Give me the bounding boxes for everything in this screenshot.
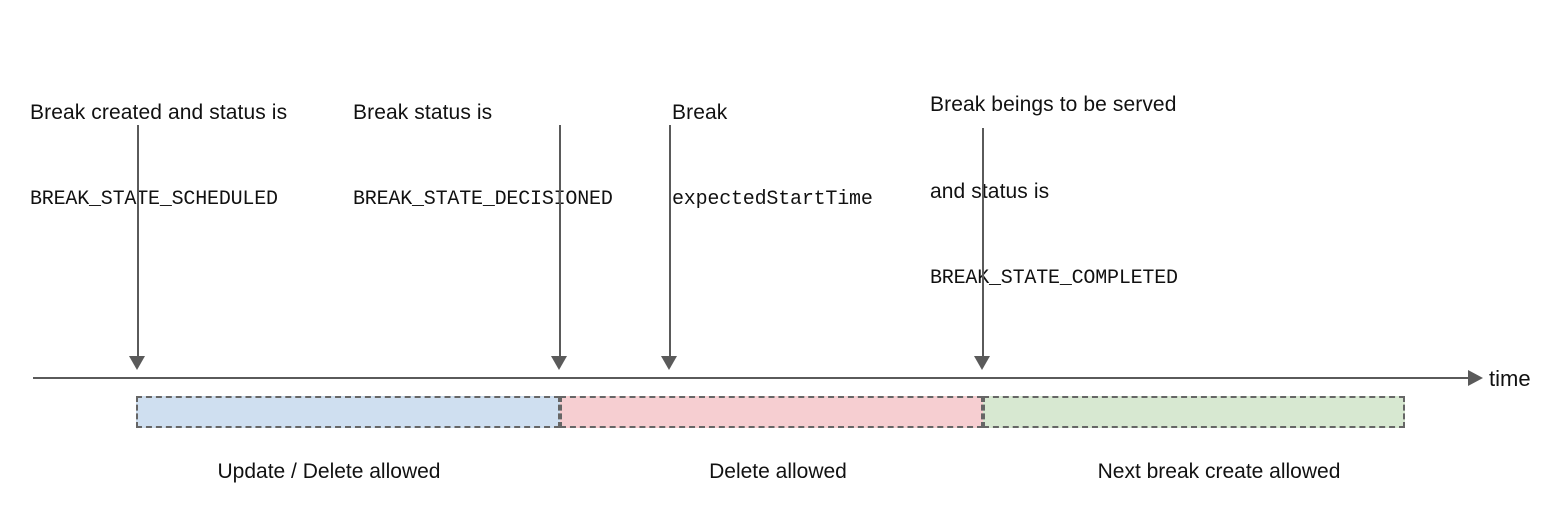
pointer-line-expected-start-time bbox=[669, 125, 671, 358]
annotation-expected-start-time: Break expectedStartTime bbox=[672, 40, 873, 272]
caption-next-break: Next break create allowed bbox=[1097, 460, 1341, 483]
pointer-arrowhead-decisioned bbox=[551, 356, 567, 370]
annotation-completed-line-3: BREAK_STATE_COMPLETED bbox=[930, 267, 1178, 290]
annotation-scheduled-line-1: Break created and status is bbox=[30, 101, 288, 124]
pointer-arrowhead-expected-start-time bbox=[661, 356, 677, 370]
segment-update-delete bbox=[136, 396, 560, 428]
pointer-line-completed bbox=[982, 128, 984, 358]
annotation-expected-start-time-line-1: Break bbox=[672, 101, 728, 124]
pointer-line-scheduled bbox=[137, 125, 139, 358]
pointer-line-decisioned bbox=[559, 125, 561, 358]
caption-delete-only: Delete allowed bbox=[709, 460, 847, 483]
annotation-decisioned-line-2: BREAK_STATE_DECISIONED bbox=[353, 188, 613, 211]
annotation-completed-line-2: and status is bbox=[930, 180, 1050, 203]
time-axis-label: time bbox=[1489, 366, 1531, 391]
time-axis-line bbox=[33, 377, 1470, 379]
annotation-expected-start-time-line-2: expectedStartTime bbox=[672, 188, 873, 211]
caption-update-delete: Update / Delete allowed bbox=[217, 460, 441, 483]
annotation-completed-line-1: Break beings to be served bbox=[930, 93, 1177, 116]
annotation-completed: Break beings to be served and status is … bbox=[930, 32, 1178, 351]
annotation-decisioned: Break status is BREAK_STATE_DECISIONED bbox=[353, 40, 613, 272]
annotation-scheduled: Break created and status is BREAK_STATE_… bbox=[30, 40, 287, 272]
annotation-scheduled-line-2: BREAK_STATE_SCHEDULED bbox=[30, 188, 278, 211]
pointer-arrowhead-completed bbox=[974, 356, 990, 370]
segment-delete-only bbox=[560, 396, 983, 428]
arrow-right-icon bbox=[1468, 370, 1483, 386]
segment-next-break bbox=[983, 396, 1405, 428]
pointer-arrowhead-scheduled bbox=[129, 356, 145, 370]
annotation-decisioned-line-1: Break status is bbox=[353, 101, 493, 124]
